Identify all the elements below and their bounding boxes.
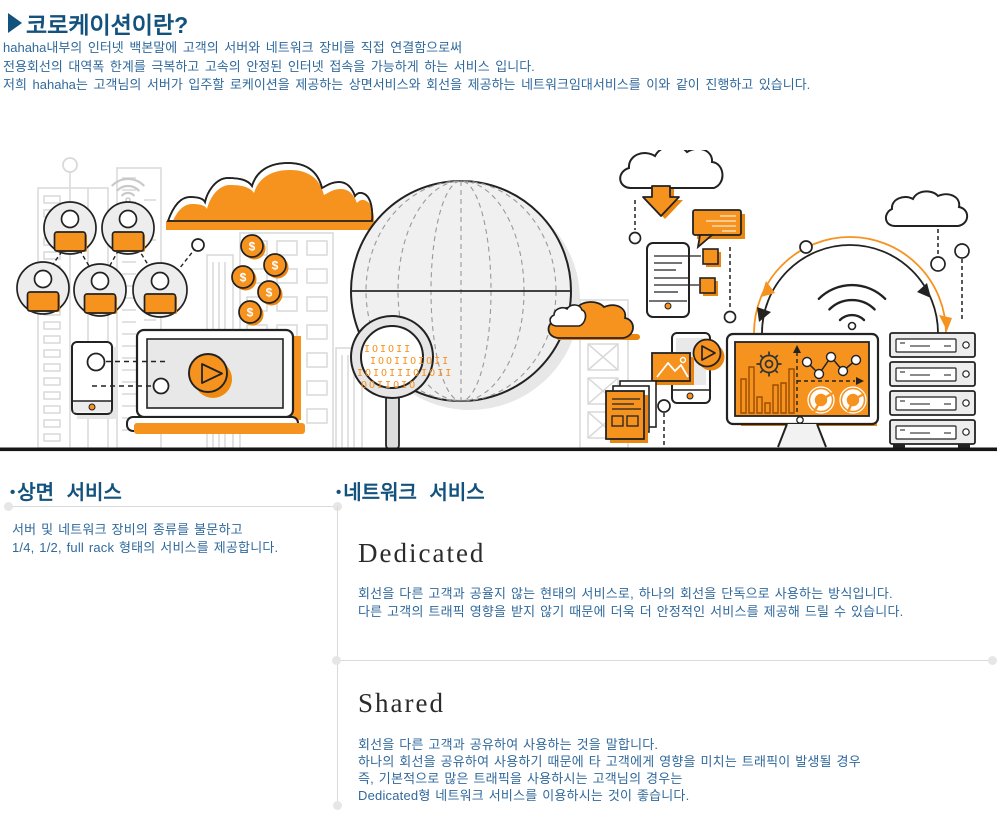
- dedicated-description: 회선을 다른 고객과 공율지 않는 현태의 서비스로, 하나의 회선을 단독으로…: [358, 586, 904, 619]
- intro-line: 저희 hahaha는 고객님의 서버가 입주할 로케이션을 제공하는 상면서비스…: [3, 77, 811, 92]
- cloud-small-right-icon: [547, 301, 640, 340]
- shared-title: Shared: [358, 688, 445, 718]
- svg-text:$: $: [240, 271, 247, 285]
- dedicated-title: Dedicated: [358, 538, 486, 568]
- server-unit: [889, 390, 976, 416]
- cloud-download-icon: [619, 150, 724, 245]
- svg-text:IOOIIOIOII: IOOIIOIOII: [370, 356, 450, 367]
- network-title: 네트워크 서비스: [343, 482, 485, 504]
- divider-dot: [332, 656, 341, 665]
- user-network: [16, 201, 205, 318]
- laptop-phone-group: [71, 328, 305, 434]
- node-circle: [191, 238, 205, 252]
- floor-description: 서버 및 네트워크 장비의 종류를 불문하고 1/4, 1/2, full ra…: [12, 522, 279, 555]
- divider-dot: [988, 656, 997, 665]
- svg-text:$: $: [272, 259, 279, 273]
- divider-network: [336, 660, 992, 661]
- donut-charts: [807, 386, 867, 414]
- wifi-gray-icon: [111, 177, 145, 203]
- section-network-heading: •네트워크 서비스: [336, 476, 485, 505]
- coin-icon: $: [231, 265, 257, 291]
- binary-code: IOIOII IOOIIOIOII IOIOIIIOIOII OOIIOIO: [357, 344, 453, 391]
- play-button: [188, 353, 228, 393]
- dollar-coins: $ $ $ $ $: [231, 234, 289, 326]
- cloud-large-icon: [166, 162, 376, 230]
- bar-chart: [740, 366, 795, 414]
- coin-icon: $: [257, 280, 283, 306]
- coin-icon: $: [238, 300, 264, 326]
- server-unit: [889, 361, 976, 387]
- server-rack: [889, 332, 976, 448]
- svg-text:IOIOIIIOIOII: IOIOIIIOIOII: [357, 368, 453, 379]
- divider-dot: [333, 801, 342, 810]
- image-icon: [651, 352, 694, 385]
- svg-text:$: $: [247, 306, 254, 320]
- shared-description: 회선을 다른 고객과 공유하여 사용하는 것을 말합니다. 하나의 회선을 공유…: [358, 737, 861, 803]
- section-floor-heading: •상면 서비스: [10, 476, 122, 505]
- bullet-icon: •: [336, 484, 342, 501]
- ground-line: [0, 447, 997, 452]
- intro-line: hahaha내부의 인터넷 백본말에 고객의 서버와 네트워크 장비를 직접 연…: [3, 40, 463, 55]
- speech-bubble-icon: [692, 209, 745, 324]
- page-title: 코로케이션이란?: [26, 12, 189, 38]
- documents-stack-icon: [605, 380, 671, 448]
- server-unit: [889, 419, 976, 445]
- title-arrow-icon: [8, 13, 22, 33]
- wifi-icon: [817, 283, 887, 331]
- line-chart: [801, 351, 862, 380]
- magnifier-icon: IOIOII IOOIIOIOII IOIOIIIOIOII OOIIOIO: [350, 315, 453, 451]
- svg-text:OOIIOIO: OOIIOIO: [361, 380, 417, 391]
- cloud-topright-icon: [885, 190, 970, 322]
- gear-icon: [756, 351, 782, 377]
- monitor-dashboard: [725, 332, 880, 448]
- coin-icon: $: [263, 253, 289, 279]
- intro-paragraph: hahaha내부의 인터넷 백본말에 고객의 서버와 네트워크 장비를 직접 연…: [3, 39, 810, 95]
- server-unit: [889, 332, 976, 358]
- intro-line: 전용회선의 대역폭 한계를 극복하고 고속의 안정된 인터넷 접속을 가능하게 …: [3, 58, 535, 74]
- user-avatar: [16, 201, 188, 318]
- svg-text:$: $: [249, 240, 256, 254]
- colocation-illustration: $ $ $ $ $ IOIOII IOOIIOIOII IOIOIIIOIOII…: [0, 150, 997, 452]
- chart-axes: [796, 352, 855, 412]
- divider-floor: [8, 506, 338, 507]
- sync-arcs: [753, 236, 952, 334]
- page-header: 코로케이션이란?: [8, 6, 188, 40]
- bullet-icon: •: [10, 484, 16, 501]
- tablet-document-icon: [646, 242, 721, 318]
- svg-text:$: $: [266, 286, 273, 300]
- divider-dot: [4, 502, 13, 511]
- floor-title: 상면 서비스: [17, 482, 122, 504]
- coin-icon: $: [240, 234, 266, 260]
- svg-text:IOIOII: IOIOII: [364, 344, 412, 355]
